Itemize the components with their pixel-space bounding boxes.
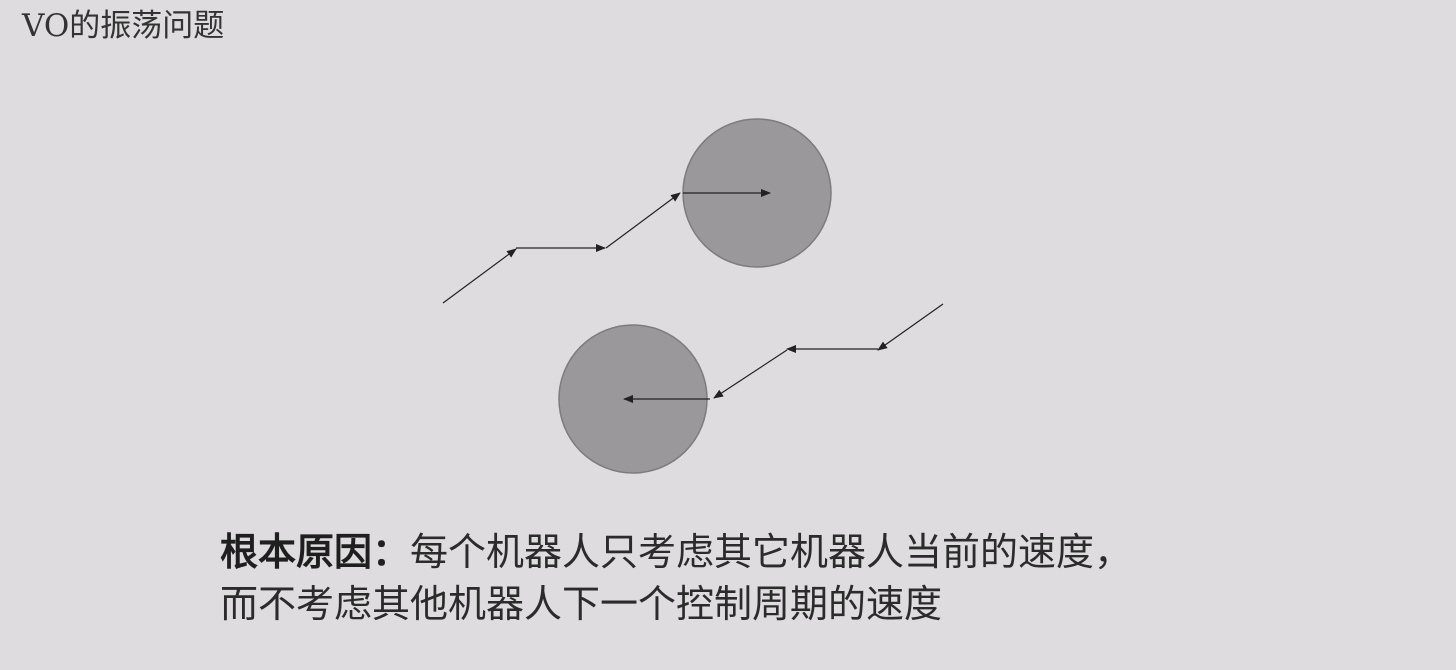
slide-title: VO的振荡问题 xyxy=(22,8,225,44)
caption-label: 根本原因： xyxy=(220,529,411,574)
upper-robot-path xyxy=(442,189,771,304)
lower-robot-path xyxy=(623,303,944,403)
caption-line-1: 根本原因：每个机器人只考虑其它机器人当前的速度， xyxy=(220,526,1132,578)
lower-path-segment-1 xyxy=(877,303,944,351)
caption-line-1-text: 每个机器人只考虑其它机器人当前的速度， xyxy=(410,530,1133,574)
root-cause-caption: 根本原因：每个机器人只考虑其它机器人当前的速度， 而不考虑其他机器人下一个控制周… xyxy=(220,526,1132,630)
lower-path-segment-3 xyxy=(713,349,788,399)
upper-path-segment-3 xyxy=(605,192,681,249)
upper-path-segment-1 xyxy=(442,248,517,304)
caption-line-2: 而不考虑其他机器人下一个控制周期的速度 xyxy=(220,582,943,626)
